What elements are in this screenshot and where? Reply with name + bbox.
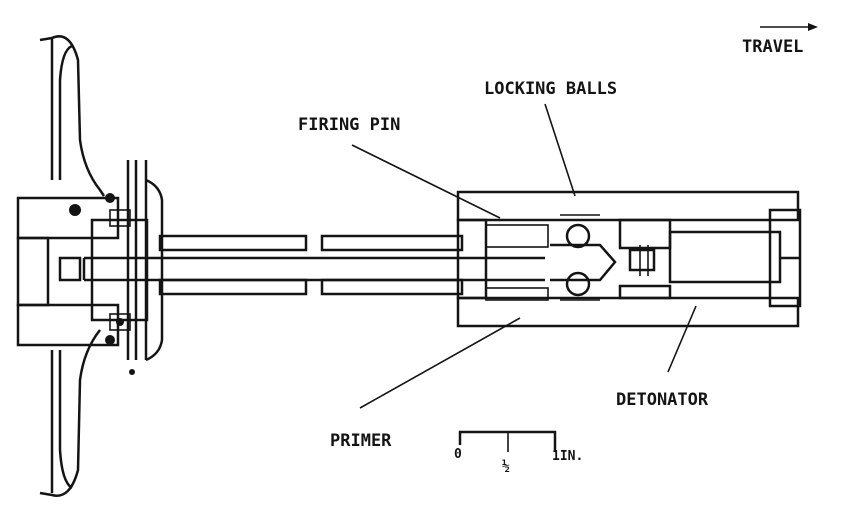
left-tube <box>158 234 308 296</box>
scale-label-half: ½ <box>502 459 510 474</box>
locking-balls <box>550 223 656 297</box>
leader-lines <box>351 103 697 409</box>
detonator-housing <box>456 190 802 328</box>
mounting-disc <box>39 35 106 497</box>
label-locking-balls: LOCKING BALLS <box>484 79 617 99</box>
travel-arrow <box>760 23 818 31</box>
bracket-plates <box>126 160 164 375</box>
scale-bar <box>458 430 557 452</box>
right-tube <box>320 234 464 296</box>
scale-label-one: 1IN. <box>552 449 583 464</box>
label-primer: PRIMER <box>330 431 392 451</box>
label-firing-pin: FIRING PIN <box>298 115 400 135</box>
label-detonator: DETONATOR <box>616 390 709 410</box>
label-travel: TRAVEL <box>742 37 803 57</box>
firing-rod <box>82 256 545 282</box>
scale-label-zero: 0 <box>454 447 462 462</box>
